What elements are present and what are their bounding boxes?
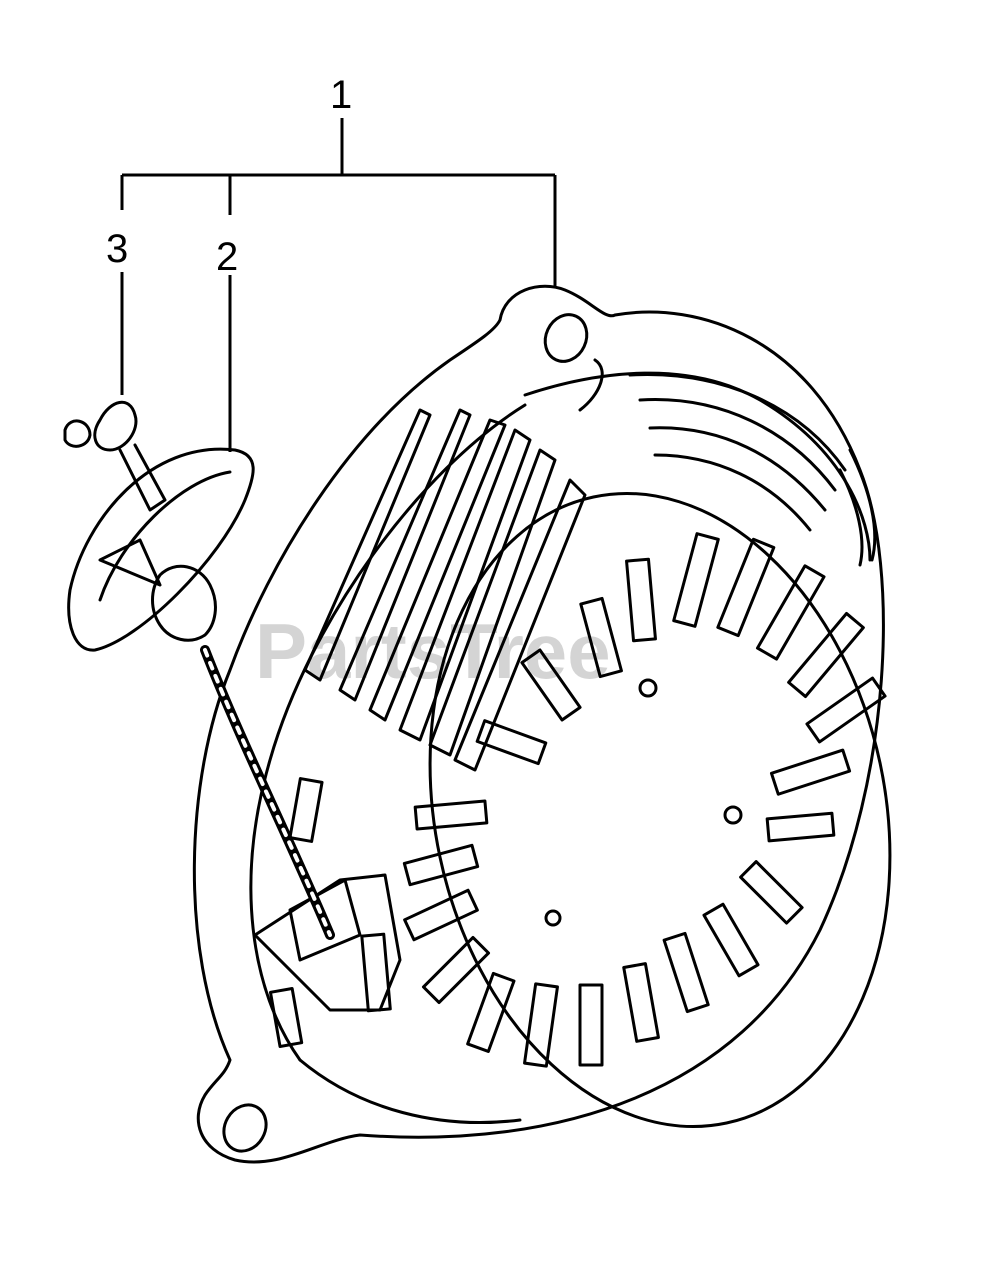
- leader-lines: [120, 118, 557, 452]
- starter-handle: [67, 447, 255, 652]
- callout-2[interactable]: 2: [216, 235, 238, 279]
- upper-mount-hole: [543, 313, 589, 363]
- housing-outline: [192, 284, 885, 1164]
- callout-3[interactable]: 3: [106, 227, 128, 271]
- lower-mount-hole: [222, 1103, 268, 1153]
- rope-guide: [253, 873, 402, 1012]
- callout-1[interactable]: 1: [330, 73, 352, 117]
- cover-disc: [428, 492, 892, 1128]
- rope-knot: [93, 401, 138, 452]
- handle-grip: [151, 564, 217, 642]
- recoil-starter[interactable]: [63, 284, 947, 1170]
- housing-rim: [523, 371, 872, 562]
- watermark: PartsTree: [255, 607, 611, 695]
- vent-slots: [402, 532, 887, 1068]
